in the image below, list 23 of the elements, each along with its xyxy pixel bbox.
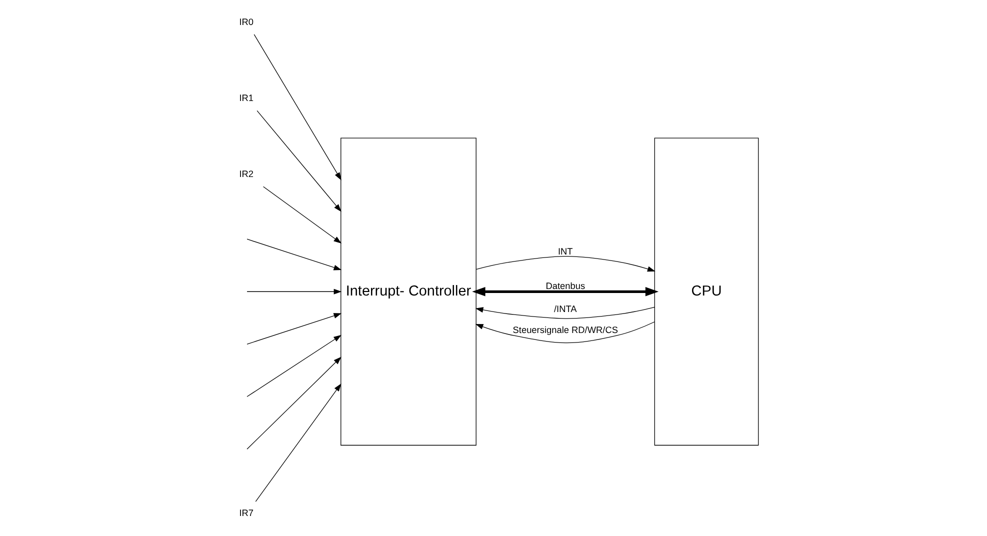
arrow <box>262 186 342 244</box>
arrow <box>475 322 655 344</box>
arrow <box>476 256 656 272</box>
arrow <box>246 356 342 450</box>
edge-label: Datenbus <box>546 281 586 292</box>
arrow <box>255 383 342 502</box>
arrow <box>246 334 342 397</box>
arrow <box>254 34 342 180</box>
node-text: IR2 <box>239 169 254 180</box>
arrow <box>246 313 342 344</box>
node-box: CPU <box>654 138 759 446</box>
node-text: IR1 <box>239 93 254 104</box>
arrow <box>256 110 342 212</box>
node-text: IR7 <box>239 508 254 518</box>
node-box: Interrupt- Controller <box>340 138 476 446</box>
arrow <box>475 306 655 319</box>
edge-label: Steuersignale RD/WR/CS <box>512 325 618 336</box>
arrow <box>472 287 659 296</box>
edge-label: /INTA <box>554 304 577 314</box>
node-text: IR0 <box>239 16 254 27</box>
arrow <box>246 238 342 270</box>
arrow <box>246 288 342 294</box>
edge-label: INT <box>558 246 573 256</box>
